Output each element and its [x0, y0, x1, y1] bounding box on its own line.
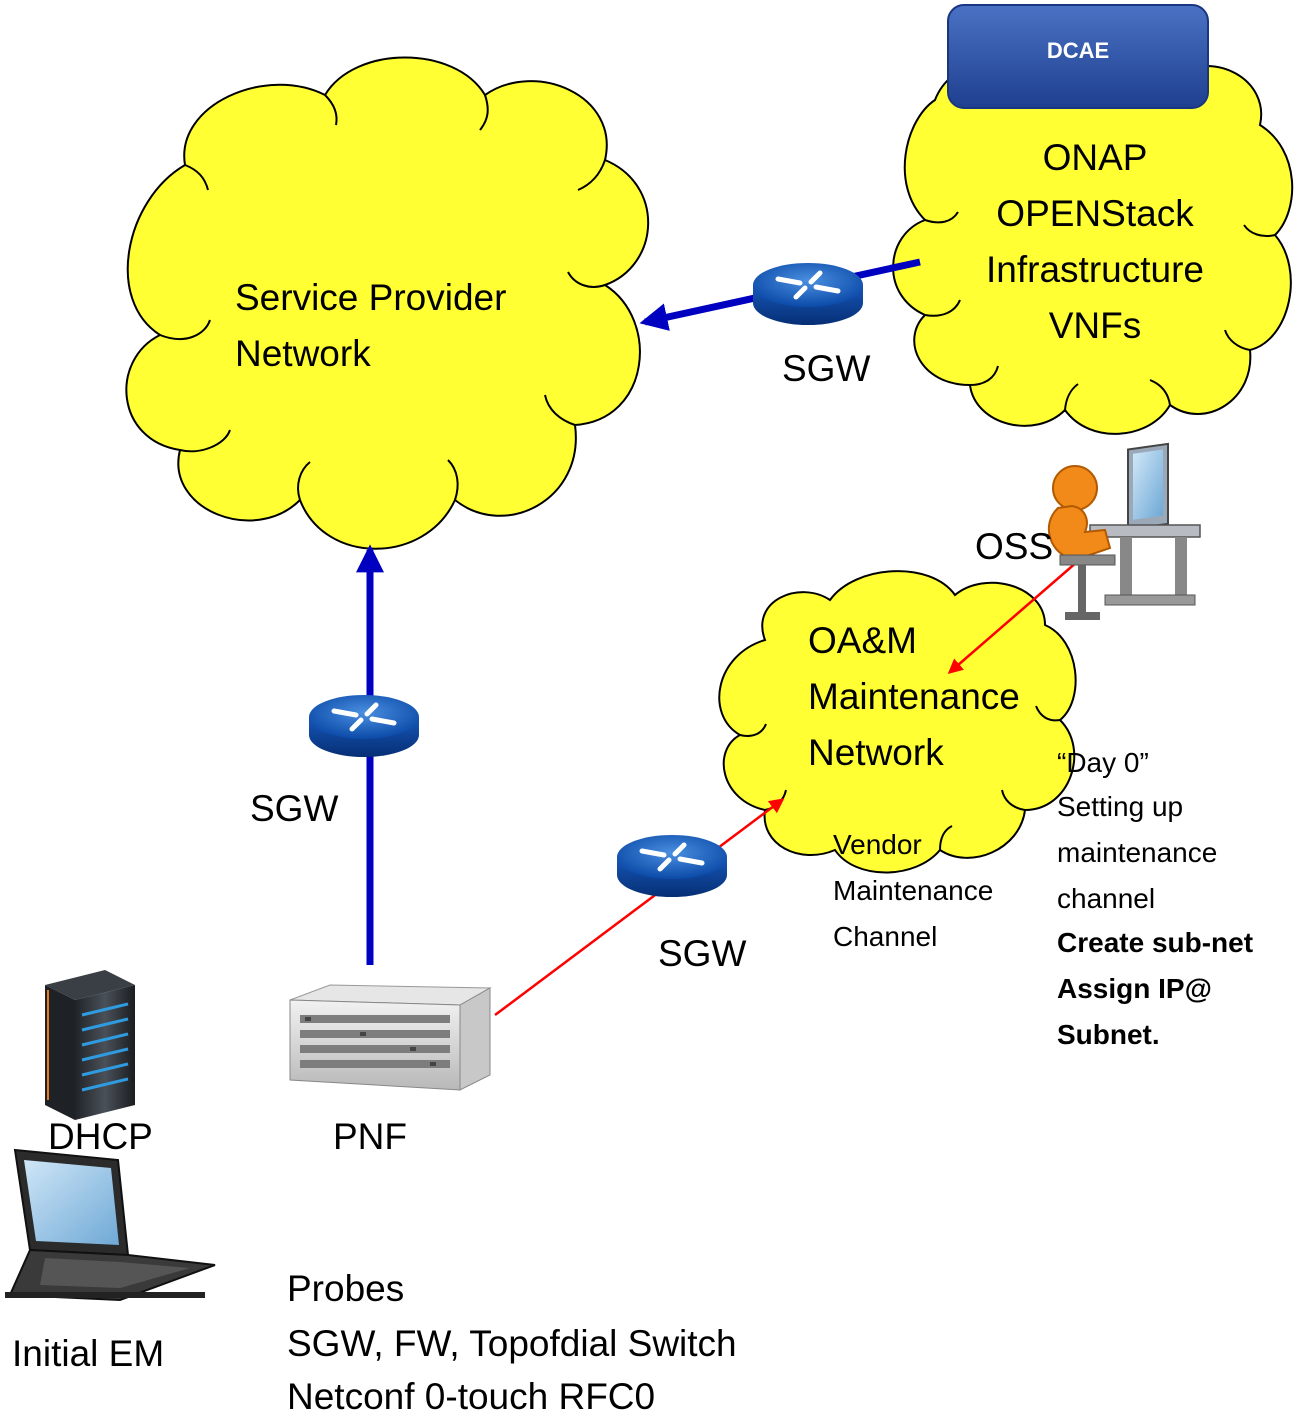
day0-setup: Setting up maintenance channel: [1057, 791, 1218, 914]
dcae-box: [947, 4, 1209, 109]
laptop-icon: [5, 1148, 216, 1302]
oss-label: OSS: [975, 526, 1054, 567]
probes-line-2: Netconf 0-touch RFC0: [287, 1376, 656, 1417]
subnet-label: Subnet.: [1057, 1019, 1160, 1050]
router-icon: [617, 835, 727, 897]
create-subnet-label: Create sub-net: [1057, 927, 1254, 958]
sgw-label: SGW: [250, 788, 339, 829]
onap-label: ONAP OPENStack Infrastructure VNFs: [986, 137, 1204, 346]
dcae-label: DCAE: [1046, 38, 1110, 63]
router-icon: [309, 695, 419, 757]
sgw-label: SGW: [782, 348, 871, 389]
probes-title: Probes: [287, 1268, 405, 1309]
service-provider-label: Service Provider Network: [235, 277, 507, 374]
red-link-pnf-oam: [494, 798, 785, 1017]
vendor-channel-label: Vendor Maintenance Channel: [833, 829, 994, 952]
router-icon: [753, 263, 863, 325]
pnf-chassis-icon: [289, 984, 492, 1091]
pnf-label: PNF: [333, 1116, 407, 1157]
assign-ip-label: Assign IP@: [1057, 973, 1212, 1004]
oam-cloud: [718, 570, 1077, 874]
sgw-label: SGW: [658, 933, 747, 974]
initial-em-label: Initial EM: [12, 1333, 165, 1374]
dhcp-label: DHCP: [48, 1116, 153, 1157]
red-link-oss-oam: [947, 554, 1086, 674]
service-provider-cloud: [125, 56, 650, 550]
server-icon: [45, 970, 135, 1120]
day0-title: “Day 0”: [1057, 747, 1149, 778]
operator-workstation-icon: [1048, 442, 1201, 620]
probes-line-1: SGW, FW, Topofdial Switch: [287, 1323, 737, 1364]
oam-label: OA&M Maintenance Network: [808, 620, 1020, 773]
